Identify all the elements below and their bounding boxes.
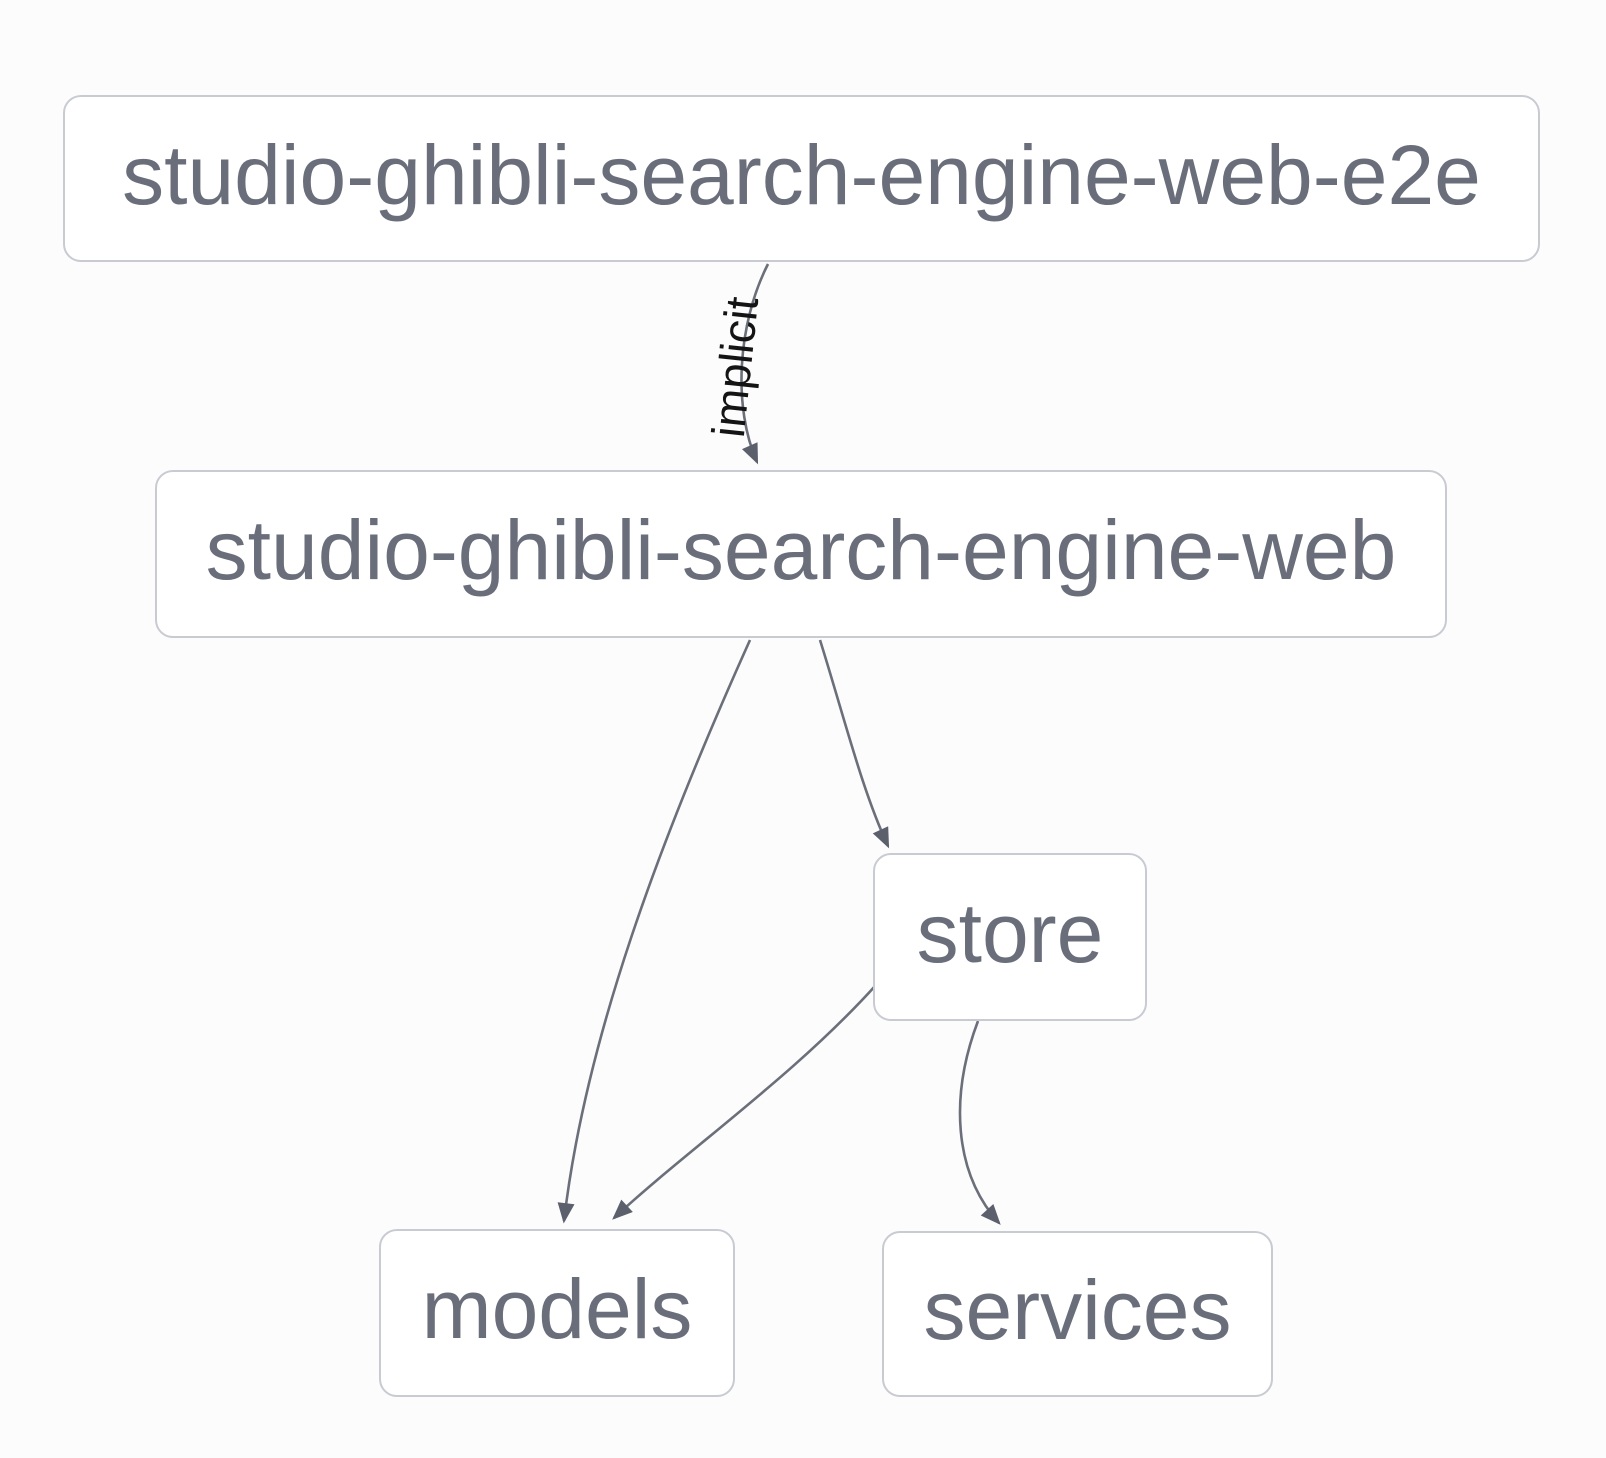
edge-e2e-to-web xyxy=(740,263,770,465)
node-store[interactable]: store xyxy=(873,853,1147,1021)
node-services[interactable]: services xyxy=(882,1231,1273,1397)
edge-store-to-services xyxy=(958,1020,1001,1225)
node-label: store xyxy=(916,886,1104,980)
node-label: studio-ghibli-search-engine-web-e2e xyxy=(122,127,1481,222)
node-label: services xyxy=(923,1263,1232,1357)
node-models[interactable]: models xyxy=(379,1229,735,1397)
node-label: models xyxy=(421,1262,693,1356)
edge-web-to-store xyxy=(818,639,890,849)
edge-store-to-models xyxy=(612,984,877,1220)
node-studio-ghibli-search-engine-web[interactable]: studio-ghibli-search-engine-web xyxy=(155,470,1447,638)
node-studio-ghibli-search-engine-web-e2e[interactable]: studio-ghibli-search-engine-web-e2e xyxy=(63,95,1540,262)
edge-web-to-models xyxy=(557,639,752,1224)
node-label: studio-ghibli-search-engine-web xyxy=(205,503,1397,597)
